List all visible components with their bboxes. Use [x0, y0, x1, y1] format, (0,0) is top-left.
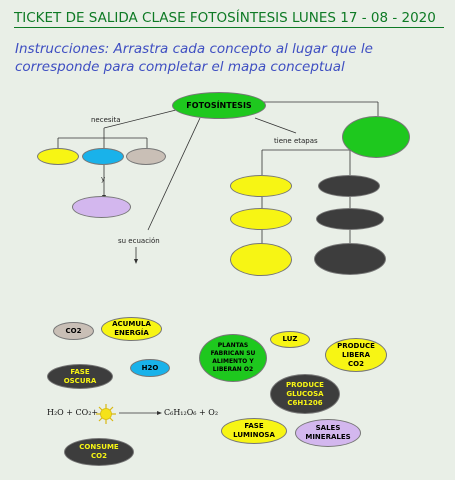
and-label: y	[101, 175, 106, 183]
card-plantas-fabrican[interactable]: PLANTAS FABRICAN SU ALIMENTO Y LIBERAN O…	[199, 334, 267, 382]
sun-icon	[96, 404, 116, 424]
card-luz[interactable]: LUZ	[270, 331, 310, 348]
card-h2o[interactable]: H2O	[130, 359, 170, 377]
needs-label: necesita	[91, 116, 121, 124]
equation-reactants: H₂O + CO₂+	[47, 408, 99, 417]
card-fase-luminosa[interactable]: FASE LUMINOSA	[221, 418, 287, 444]
card-sales-minerales[interactable]: SALES MINERALES	[295, 419, 361, 447]
slot-stage-yellow-1[interactable]	[230, 175, 292, 197]
slot-needs-grey[interactable]	[126, 148, 166, 165]
card-produce-libera-co2[interactable]: PRODUCE LIBERA CO2	[325, 338, 387, 372]
slot-needs-lilac[interactable]	[72, 196, 131, 218]
slot-stage-yellow-2[interactable]	[230, 208, 292, 230]
slot-needs-yellow[interactable]	[37, 148, 79, 165]
equation-products: C₆H₁₂O₆ + O₂	[164, 408, 219, 417]
instructions: Instrucciones: Arrastra cada concepto al…	[15, 41, 373, 75]
slot-stage-dark-3[interactable]	[314, 243, 386, 275]
stages-label: tiene etapas	[274, 137, 318, 145]
slot-right-green[interactable]	[342, 116, 410, 158]
card-fase-oscura[interactable]: FASE OSCURA	[47, 364, 113, 389]
card-consume-co2[interactable]: CONSUME CO2	[64, 438, 134, 466]
slot-needs-blue[interactable]	[82, 148, 124, 165]
slot-stage-dark-1[interactable]	[318, 175, 380, 197]
slot-stage-yellow-3[interactable]	[230, 243, 292, 276]
card-acumula-energia[interactable]: ACUMULA ENERGÍA	[101, 317, 162, 341]
page-title: TICKET DE SALIDA CLASE FOTOSÍNTESIS LUNE…	[14, 10, 444, 28]
slot-stage-dark-2[interactable]	[316, 208, 384, 230]
card-co2[interactable]: CO2	[53, 322, 94, 340]
equation-label: su ecuación	[118, 237, 160, 245]
card-produce-glucosa[interactable]: PRODUCE GLUCOSA C6H1206	[270, 374, 340, 414]
root-node: FOTOSÍNTESIS	[172, 92, 266, 119]
